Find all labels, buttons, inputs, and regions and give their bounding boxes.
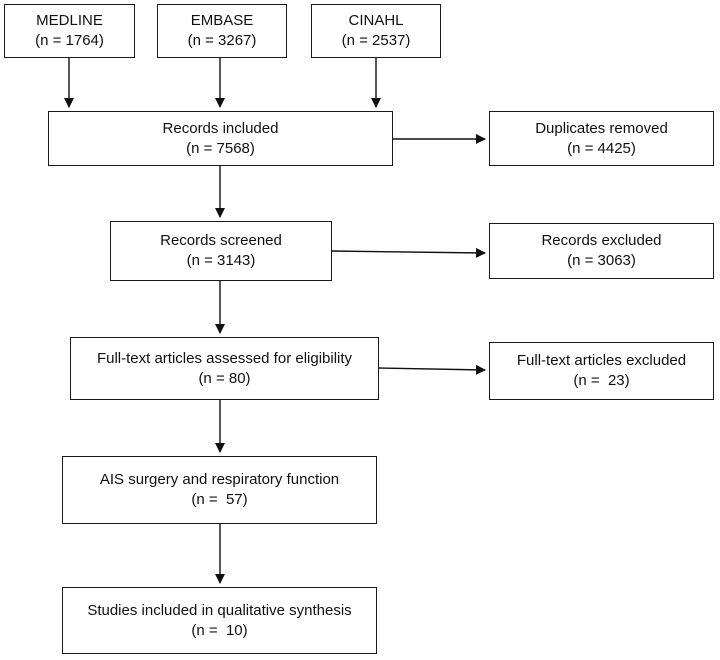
ais-surgery-box: AIS surgery and respiratory function (n … [62, 456, 377, 524]
step-count: (n = 10) [191, 621, 248, 639]
side-count: (n = 4425) [567, 139, 636, 157]
step-label: Records included [162, 119, 279, 137]
source-count: (n = 2537) [341, 32, 411, 49]
records-screened-box: Records screened (n = 3143) [110, 221, 332, 281]
step-label: Studies included in qualitative synthesi… [87, 601, 352, 619]
step-count: (n = 3143) [186, 252, 256, 269]
step-count: (n = 7568) [186, 139, 255, 157]
fulltext-excluded-box: Full-text articles excluded (n = 23) [489, 342, 714, 400]
step-label: AIS surgery and respiratory function [99, 471, 340, 488]
source-box-embase: EMBASE (n = 3267) [157, 4, 287, 58]
side-count: (n = 3063) [567, 252, 636, 269]
source-name: EMBASE [190, 12, 254, 29]
source-box-medline: MEDLINE (n = 1764) [4, 4, 135, 58]
step-count: (n = 80) [198, 369, 251, 387]
side-count: (n = 23) [573, 372, 630, 389]
side-label: Records excluded [541, 232, 662, 249]
records-excluded-box: Records excluded (n = 3063) [489, 223, 714, 279]
side-label: Duplicates removed [535, 119, 668, 137]
source-count: (n = 1764) [35, 32, 104, 49]
source-box-cinahl: CINAHL (n = 2537) [311, 4, 441, 58]
records-included-box: Records included (n = 7568) [48, 111, 393, 166]
arrow-screened-to-excluded [331, 247, 486, 258]
source-count: (n = 3267) [187, 32, 257, 49]
duplicates-removed-box: Duplicates removed (n = 4425) [489, 111, 714, 166]
step-label: Records screened [160, 232, 282, 249]
step-count: (n = 57) [191, 491, 248, 508]
arrow-fulltext-to-excluded [378, 364, 486, 375]
fulltext-assessed-box: Full-text articles assessed for eligibil… [70, 337, 379, 400]
studies-included-box: Studies included in qualitative synthesi… [62, 587, 377, 654]
source-name: CINAHL [348, 12, 404, 29]
step-label: Full-text articles assessed for eligibil… [96, 349, 353, 367]
source-name: MEDLINE [36, 12, 103, 29]
side-label: Full-text articles excluded [516, 352, 687, 369]
